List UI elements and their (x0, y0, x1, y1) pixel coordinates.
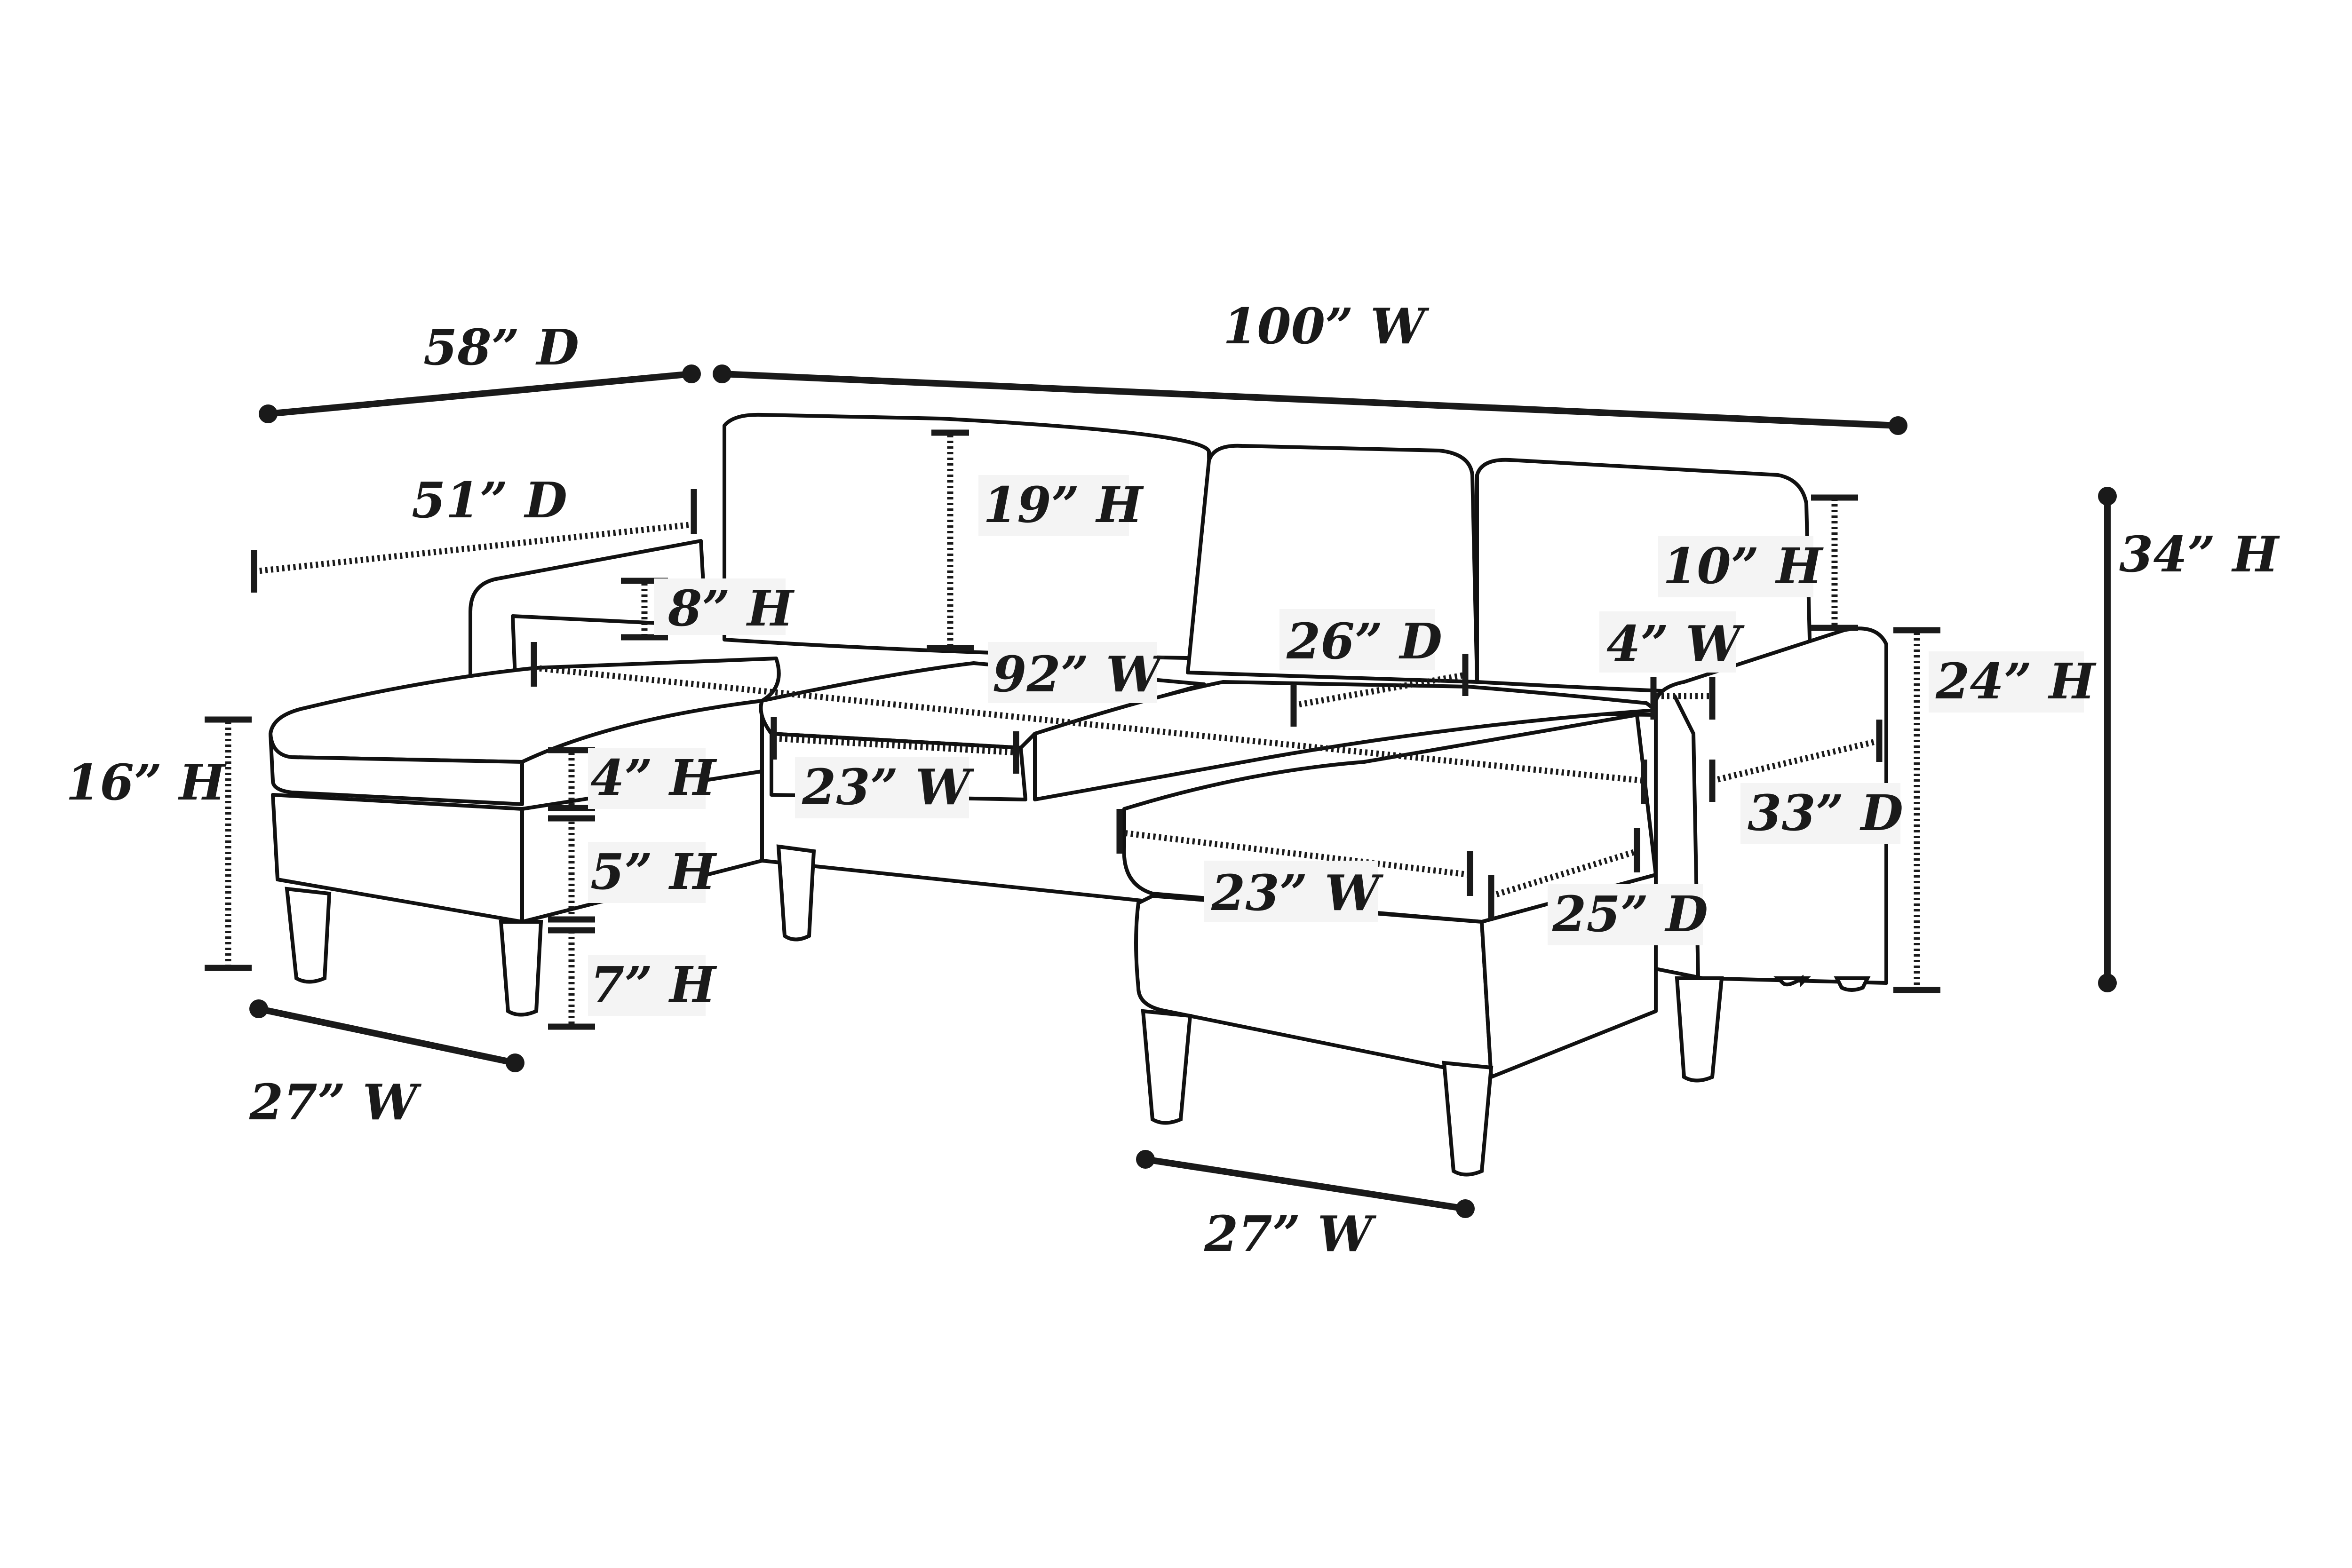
label-bg-23w-ottoman (1204, 861, 1378, 922)
depth-58-line (265, 371, 695, 417)
label-height-34: 34” H (2119, 525, 2280, 583)
label-bg-23w-mid (795, 757, 969, 818)
left-arm (469, 539, 707, 679)
label-width-27-ottoman: 27” W (1204, 1205, 1377, 1263)
label-width-92: 92” W (993, 645, 1165, 703)
label-bg-33d (1740, 783, 1900, 844)
width-100-dot-a (713, 364, 731, 383)
ottoman-leg-right (1442, 1061, 1494, 1177)
chaise-leg-left (285, 887, 332, 984)
label-bg-26d (1279, 609, 1435, 670)
width-27-ottoman-dot-a (1136, 1150, 1155, 1169)
label-depth-25: 25” D (1552, 885, 1708, 943)
label-depth-51: 51” D (412, 471, 567, 529)
ottoman-leg-left (1141, 1009, 1192, 1125)
dimension-lines (205, 364, 2117, 1218)
depth-58-dot-b (682, 364, 701, 383)
label-bg-5h (588, 842, 706, 903)
label-depth-58: 58” D (423, 318, 579, 376)
label-height-4: 4” H (590, 749, 717, 807)
depth-26-dotted (1293, 672, 1466, 709)
label-bg-4h (588, 748, 706, 809)
label-height-5: 5” H (590, 843, 717, 901)
chaise-cushion (269, 657, 781, 764)
label-depth-26: 26” D (1286, 612, 1442, 670)
label-width-4: 4” W (1606, 615, 1745, 673)
chaise-cushion-front (269, 732, 524, 806)
label-bg-92w (988, 642, 1157, 703)
label-bg-10h (1658, 536, 1813, 597)
width-100-dot-b (1889, 416, 1907, 435)
width-27-left-dot-a (249, 999, 268, 1018)
label-bg-25d (1548, 884, 1703, 945)
width-27-ottoman-dot-b (1456, 1199, 1475, 1218)
label-height-24: 24” H (1935, 652, 2097, 710)
middle-leg (776, 844, 816, 942)
label-bg-19h (978, 475, 1129, 536)
label-bg-4w (1599, 611, 1736, 673)
dimension-labels: 58” D 100” W 34” H 51” D 19” H 8” H 92” … (66, 297, 2280, 1263)
depth-51-dotted (254, 521, 694, 575)
label-width-23-ottoman: 23” W (1211, 864, 1384, 922)
back-cushion-left (723, 412, 1213, 660)
label-bg-24h (1929, 651, 2084, 713)
arm-leg-back-2 (1834, 976, 1871, 992)
label-height-8: 8” H (667, 579, 795, 637)
width-27-left-line (255, 1006, 518, 1066)
label-height-7: 7” H (590, 956, 717, 1014)
width-23-mid-dotted (773, 735, 1017, 756)
width-27-ottoman-line (1142, 1156, 1469, 1212)
label-height-10: 10” H (1663, 537, 1824, 595)
chaise-leg-right (499, 920, 543, 1017)
label-height-19: 19” H (983, 476, 1144, 534)
width-27-left-dot-b (506, 1053, 524, 1072)
label-width-23-mid: 23” W (802, 758, 975, 816)
ottoman-base (1134, 894, 1493, 1079)
label-depth-33: 33” D (1748, 784, 1903, 842)
depth-33-dotted (1711, 737, 1880, 784)
height-34-dot-a (2098, 487, 2117, 506)
arm-leg-front (1675, 976, 1724, 1083)
label-width-100: 100” W (1223, 297, 1430, 355)
width-100-line (719, 371, 1901, 429)
width-23-ottoman-dotted (1119, 829, 1470, 878)
label-bg-7h (588, 955, 706, 1016)
height-34-dot-b (2098, 974, 2117, 992)
depth-58-dot-a (259, 404, 278, 423)
label-width-27-left: 27” W (249, 1073, 422, 1131)
arm-leg-back-1 (1773, 974, 1811, 988)
label-height-16: 16” H (66, 753, 227, 811)
label-bg-8h (654, 578, 786, 635)
